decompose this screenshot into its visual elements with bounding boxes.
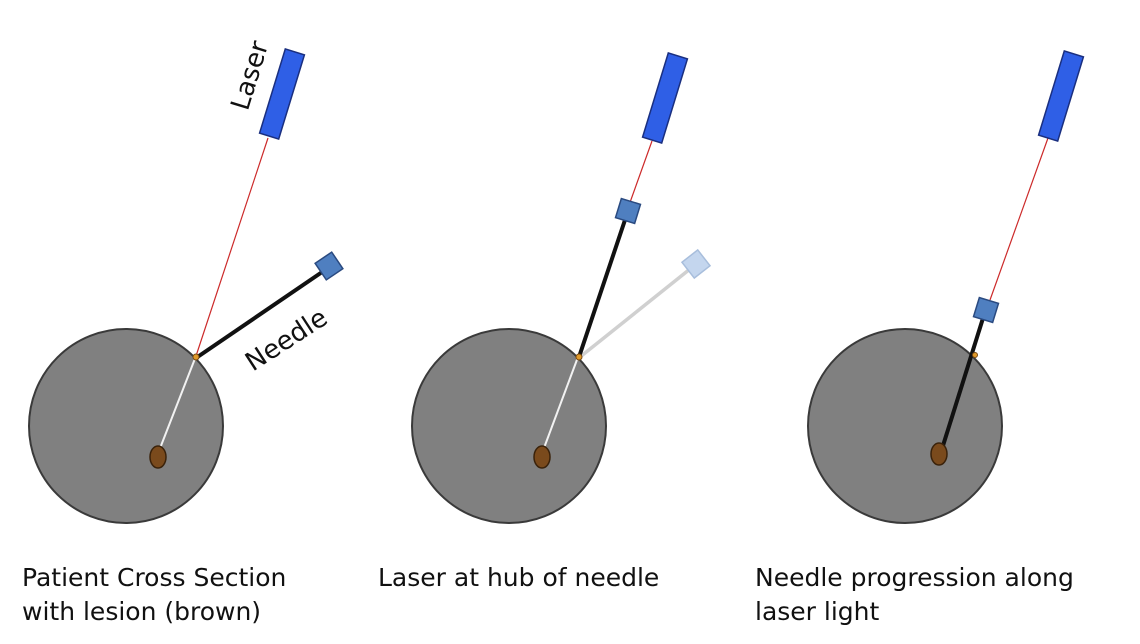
needle-hub bbox=[972, 296, 1000, 324]
caption-panel-1-line-2: with lesion (brown) bbox=[22, 597, 262, 626]
caption-panel-1-line-1: Patient Cross Section bbox=[22, 563, 287, 592]
panel-3-needle-progression bbox=[807, 50, 1085, 524]
ghost-needle-hub bbox=[680, 248, 712, 280]
entry-point bbox=[192, 353, 200, 361]
needle-hub bbox=[314, 251, 344, 281]
laser-beam bbox=[195, 137, 269, 357]
laser-device bbox=[1037, 50, 1085, 142]
needle-hub bbox=[614, 197, 642, 225]
needle-shaft bbox=[577, 213, 629, 358]
target-path-line bbox=[540, 356, 579, 457]
caption-panel-3: Needle progression along laser light bbox=[755, 561, 1074, 629]
ghost-needle-shaft bbox=[578, 263, 697, 359]
laser-beam bbox=[989, 137, 1049, 301]
lesion bbox=[149, 445, 167, 469]
panel-1-cross-section: Laser Needle bbox=[28, 37, 344, 524]
caption-panel-3-line-2: laser light bbox=[755, 597, 880, 626]
lesion bbox=[533, 445, 551, 469]
target-path-line bbox=[156, 355, 197, 457]
lesion bbox=[930, 442, 948, 466]
patient-body-circle bbox=[411, 328, 607, 524]
entry-point bbox=[972, 352, 978, 358]
caption-panel-2-line-1: Laser at hub of needle bbox=[378, 563, 660, 592]
caption-panel-1: Patient Cross Section with lesion (brown… bbox=[22, 561, 286, 629]
laser-device bbox=[258, 48, 306, 140]
entry-point bbox=[575, 353, 583, 361]
needle-shaft bbox=[194, 266, 330, 360]
patient-body-circle bbox=[807, 328, 1003, 524]
needle-label: Needle bbox=[240, 303, 333, 378]
caption-panel-3-line-1: Needle progression along bbox=[755, 563, 1074, 592]
needle-shaft bbox=[939, 314, 986, 453]
laser-beam bbox=[627, 140, 653, 209]
laser-label: Laser bbox=[226, 37, 275, 114]
laser-device bbox=[641, 52, 689, 144]
patient-body-circle bbox=[28, 328, 224, 524]
panel-2-laser-at-hub bbox=[411, 52, 712, 524]
caption-panel-2: Laser at hub of needle bbox=[378, 561, 659, 595]
